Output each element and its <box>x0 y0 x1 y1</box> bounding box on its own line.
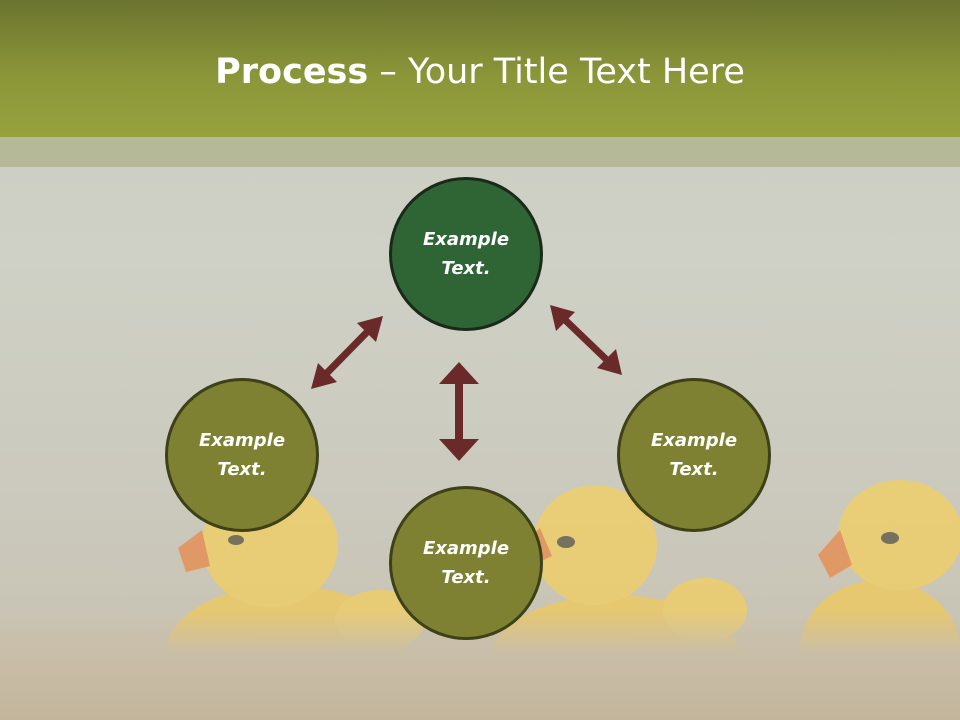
arrow-vertical[interactable] <box>439 362 479 461</box>
process-node-bottom[interactable]: Example Text. <box>389 486 543 640</box>
title-bar-band <box>0 137 960 167</box>
process-node-right[interactable]: Example Text. <box>617 378 771 532</box>
arrow-top-right[interactable] <box>550 305 622 375</box>
process-node-left[interactable]: Example Text. <box>165 378 319 532</box>
title-rest: – Your Title Text Here <box>368 52 745 92</box>
node-text-top: Example Text. <box>422 229 510 279</box>
title-bar <box>0 0 960 137</box>
arrow-top-left[interactable] <box>311 316 383 389</box>
node-text-left: Example Text. <box>198 430 286 480</box>
slide-title[interactable]: Process – Your Title Text Here <box>0 52 960 92</box>
title-bold: Process <box>215 52 369 92</box>
node-text-bottom: Example Text. <box>422 538 510 588</box>
node-text-right: Example Text. <box>650 430 738 480</box>
process-node-top[interactable]: Example Text. <box>389 177 543 331</box>
